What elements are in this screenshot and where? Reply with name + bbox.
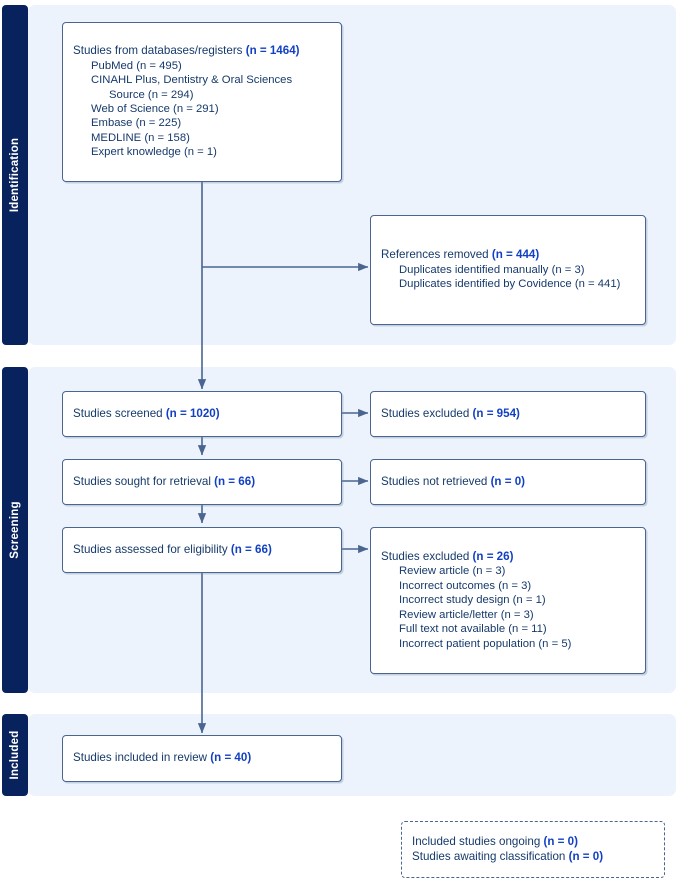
box-studies-excluded-eligibility-heading: Studies excluded (n = 26): [381, 550, 514, 564]
box-studies-included-heading: Studies included in review (n = 40): [73, 751, 252, 765]
box-references-removed[interactable]: References removed (n = 444) Duplicates …: [370, 215, 646, 325]
count-studies-excluded-eligibility: (n = 26): [472, 550, 514, 564]
stage-band-included-label: Included: [9, 730, 21, 780]
box-studies-not-retrieved-heading: Studies not retrieved (n = 0): [381, 474, 526, 488]
box-identification-sources-content: Studies from databases/registers (n = 14…: [63, 44, 341, 159]
count-references-removed: (n = 444): [491, 248, 540, 262]
box-studies-excluded-screening-content: Studies excluded (n = 954): [371, 407, 645, 421]
list-item: Incorrect patient population (n = 5): [399, 637, 572, 650]
box-studies-screened-heading: Studies screened (n = 1020): [73, 406, 220, 420]
list-item: Full text not available (n = 11): [399, 623, 547, 636]
stage-band-screening: Screening: [2, 367, 28, 693]
count-studies-sought: (n = 66): [214, 474, 256, 488]
ongoing-studies-line: Included studies ongoing (n = 0): [412, 835, 578, 849]
stage-band-included: Included: [2, 714, 28, 796]
box-ongoing-and-awaiting-classification[interactable]: Included studies ongoing (n = 0) Studies…: [401, 821, 665, 878]
box-references-removed-heading: References removed (n = 444): [381, 248, 540, 262]
list-item: PubMed (n = 495): [91, 59, 182, 72]
box-studies-not-retrieved[interactable]: Studies not retrieved (n = 0): [370, 459, 646, 505]
list-item: Duplicates identified manually (n = 3): [399, 263, 585, 276]
list-item: Incorrect study design (n = 1): [399, 594, 546, 607]
awaiting-classification-line: Studies awaiting classification (n = 0): [412, 849, 604, 863]
count-included-studies-ongoing: (n = 0): [543, 835, 578, 849]
box-references-removed-content: References removed (n = 444) Duplicates …: [371, 248, 645, 291]
box-studies-excluded-screening[interactable]: Studies excluded (n = 954): [370, 391, 646, 437]
stage-band-identification-label: Identification: [9, 137, 21, 213]
stage-band-screening-label: Screening: [9, 501, 21, 559]
count-studies-assessed: (n = 66): [230, 542, 272, 556]
list-item: Embase (n = 225): [91, 117, 182, 130]
box-studies-sought-content: Studies sought for retrieval (n = 66): [63, 475, 341, 489]
box-studies-screened[interactable]: Studies screened (n = 1020): [62, 391, 342, 437]
list-item: Review article/letter (n = 3): [399, 608, 534, 621]
box-studies-screened-content: Studies screened (n = 1020): [63, 407, 341, 421]
box-studies-excluded-eligibility[interactable]: Studies excluded (n = 26) Review article…: [370, 527, 646, 674]
count-studies-included: (n = 40): [210, 751, 252, 765]
box-studies-sought-heading: Studies sought for retrieval (n = 66): [73, 474, 256, 488]
list-item: Expert knowledge (n = 1): [91, 146, 217, 159]
box-studies-included-content: Studies included in review (n = 40): [63, 751, 341, 765]
box-studies-excluded-eligibility-content: Studies excluded (n = 26) Review article…: [371, 550, 645, 651]
list-item: Incorrect outcomes (n = 3): [399, 579, 532, 592]
box-studies-assessed-for-eligibility[interactable]: Studies assessed for eligibility (n = 66…: [62, 527, 342, 573]
box-identification-sources-heading: Studies from databases/registers (n = 14…: [73, 44, 300, 58]
box-studies-not-retrieved-content: Studies not retrieved (n = 0): [371, 475, 645, 489]
box-ongoing-awaiting-content: Included studies ongoing (n = 0) Studies…: [402, 835, 664, 864]
list-item: Review article (n = 3): [399, 565, 506, 578]
count-identification-sources: (n = 1464): [245, 44, 300, 58]
stage-band-identification: Identification: [2, 5, 28, 345]
box-studies-assessed-heading: Studies assessed for eligibility (n = 66…: [73, 542, 272, 556]
list-item: Duplicates identified by Covidence (n = …: [399, 278, 621, 291]
count-studies-awaiting-classification: (n = 0): [568, 849, 604, 863]
box-studies-assessed-content: Studies assessed for eligibility (n = 66…: [63, 543, 341, 557]
list-item: MEDLINE (n = 158): [91, 131, 190, 144]
box-studies-included-in-review[interactable]: Studies included in review (n = 40): [62, 735, 342, 782]
box-studies-sought-for-retrieval[interactable]: Studies sought for retrieval (n = 66): [62, 459, 342, 505]
box-identification-sources[interactable]: Studies from databases/registers (n = 14…: [62, 22, 342, 182]
count-studies-screened: (n = 1020): [165, 406, 220, 420]
list-item: Web of Science (n = 291): [91, 103, 219, 115]
list-item: CINAHL Plus, Dentistry & Oral Sciences S…: [91, 74, 293, 101]
box-studies-excluded-screening-heading: Studies excluded (n = 954): [381, 406, 520, 420]
count-studies-not-retrieved: (n = 0): [490, 474, 526, 488]
count-studies-excluded-screening: (n = 954): [472, 406, 520, 420]
